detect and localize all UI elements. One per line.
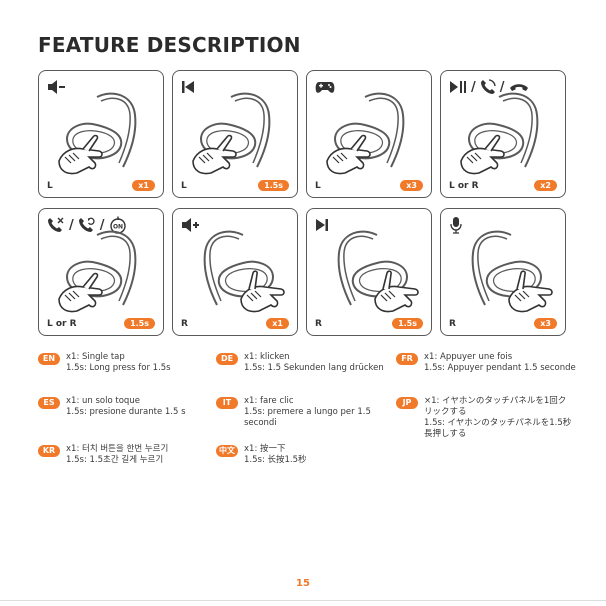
action-badge: x1 [132, 180, 155, 191]
action-badge: x3 [534, 318, 557, 329]
hang-up-icon [509, 84, 528, 91]
page-number: 15 [296, 578, 310, 589]
legend-line: リックする [424, 407, 467, 417]
legend-line: x1: Appuyer une fois [424, 352, 513, 362]
language-badge: KR [38, 445, 60, 457]
earbud-side-label: R [181, 319, 188, 329]
icon-separator: / [471, 79, 476, 95]
legend-es: ES x1: un solo toque 1.5s: presione dura… [38, 396, 186, 418]
feature-card-previous-track: L 1.5s [172, 70, 298, 198]
legend-line: 1.5s: Appuyer pendant 1.5 seconde [424, 363, 576, 373]
legend-line: ×1: イヤホンのタッチパネルを1回ク [424, 396, 567, 406]
legend-en: EN x1: Single tap 1.5s: Long press for 1… [38, 352, 171, 374]
earbud-side-label: L [315, 181, 321, 191]
play-pause-icon [450, 81, 466, 93]
next-track-icon [316, 219, 328, 231]
earbud-illustration [58, 92, 137, 175]
earbud-side-label: L [181, 181, 187, 191]
earbud-illustration-right [471, 230, 553, 313]
legend-line: x1: klicken [244, 352, 290, 362]
earbud-side-label: R [449, 319, 456, 329]
bottom-divider [0, 600, 606, 601]
action-badge: 1.5s [258, 180, 289, 191]
previous-track-icon [182, 81, 194, 93]
earbud-illustration [460, 92, 539, 175]
switch-call-icon [78, 217, 95, 232]
earbud-side-label: L or R [449, 181, 479, 191]
legend-line: 1.5s: イヤホンのタッチパネルを1.5秒 [424, 418, 572, 428]
legend-kr: KR x1: 터치 버튼을 한번 누르기 1.5s: 1.5초간 길게 누르기 [38, 444, 168, 466]
icon-separator: / [499, 79, 505, 95]
icon-separator: / [69, 217, 74, 233]
svg-text:ON: ON [112, 224, 122, 231]
action-badge: 1.5s [124, 318, 155, 329]
action-badge: x1 [266, 318, 289, 329]
legend-line: x1: un solo toque [66, 396, 140, 406]
language-badge: DE [216, 353, 238, 365]
legend-line: secondi [244, 418, 277, 428]
icon-separator: / [99, 217, 105, 233]
language-badge: ES [38, 397, 60, 409]
earbud-illustration [192, 92, 271, 175]
feature-card-game-mode: L x3 [306, 70, 432, 198]
legend-de: DE x1: klicken 1.5s: 1.5 Sekunden lang d… [216, 352, 384, 374]
earbud-illustration [326, 92, 405, 175]
page-title: FEATURE DESCRIPTION [38, 33, 301, 57]
earbud-side-label: R [315, 319, 322, 329]
game-controller-icon [315, 82, 335, 93]
legend-it: IT x1: fare clic 1.5s: premere a lungo p… [216, 396, 371, 429]
action-badge: 1.5s [392, 318, 423, 329]
earbud-side-label: L or R [47, 319, 77, 329]
legend-line: x1: 터치 버튼을 한번 누르기 [66, 444, 169, 454]
language-badge: JP [396, 397, 418, 409]
legend-line: 長押しする [424, 429, 467, 439]
action-badge: x2 [534, 180, 557, 191]
feature-card-volume-up: R x1 [172, 208, 298, 336]
legend-line: 1.5s: 1.5초간 길게 누르기 [66, 455, 164, 465]
feature-card-voice-assistant: R x3 [440, 208, 566, 336]
feature-card-play-answer-hangup: / / L or R x2 [440, 70, 566, 198]
earbud-illustration-right [203, 230, 285, 313]
action-badge: x3 [400, 180, 423, 191]
language-badge: FR [396, 353, 418, 365]
volume-down-icon [48, 80, 65, 94]
legend-jp: JP ×1: イヤホンのタッチパネルを1回ク リックする 1.5s: イヤホンの… [396, 396, 571, 440]
feature-card-next-track: R 1.5s [306, 208, 432, 336]
feature-grid: L x1 L 1.5s [38, 70, 566, 336]
reject-call-icon [48, 217, 64, 232]
earbud-illustration [58, 230, 137, 313]
feature-card-reject-switch-power: / / ON L or R 1.5s [38, 208, 164, 336]
legend-zh: 中文 x1: 按一下 1.5s: 长按1.5秒 [216, 444, 307, 466]
legend-line: 1.5s: Long press for 1.5s [66, 363, 171, 373]
legend-line: 1.5s: 1.5 Sekunden lang drücken [244, 363, 384, 373]
language-badge: EN [38, 353, 60, 365]
microphone-icon [450, 217, 462, 234]
answer-call-icon [480, 79, 496, 94]
language-badge: 中文 [216, 445, 238, 457]
earbud-side-label: L [47, 181, 53, 191]
legend-line: x1: fare clic [244, 396, 294, 406]
language-badge: IT [216, 397, 238, 409]
feature-card-volume-down: L x1 [38, 70, 164, 198]
volume-up-icon [182, 218, 199, 232]
earbud-illustration-right [337, 230, 419, 313]
legend-line: x1: Single tap [66, 352, 125, 362]
legend-line: 1.5s: presione durante 1.5 s [66, 407, 186, 417]
legend-line: 1.5s: premere a lungo per 1.5 [244, 407, 371, 417]
legend-line: 1.5s: 长按1.5秒 [244, 455, 307, 465]
legend-fr: FR x1: Appuyer une fois 1.5s: Appuyer pe… [396, 352, 576, 374]
legend-line: x1: 按一下 [244, 444, 286, 454]
